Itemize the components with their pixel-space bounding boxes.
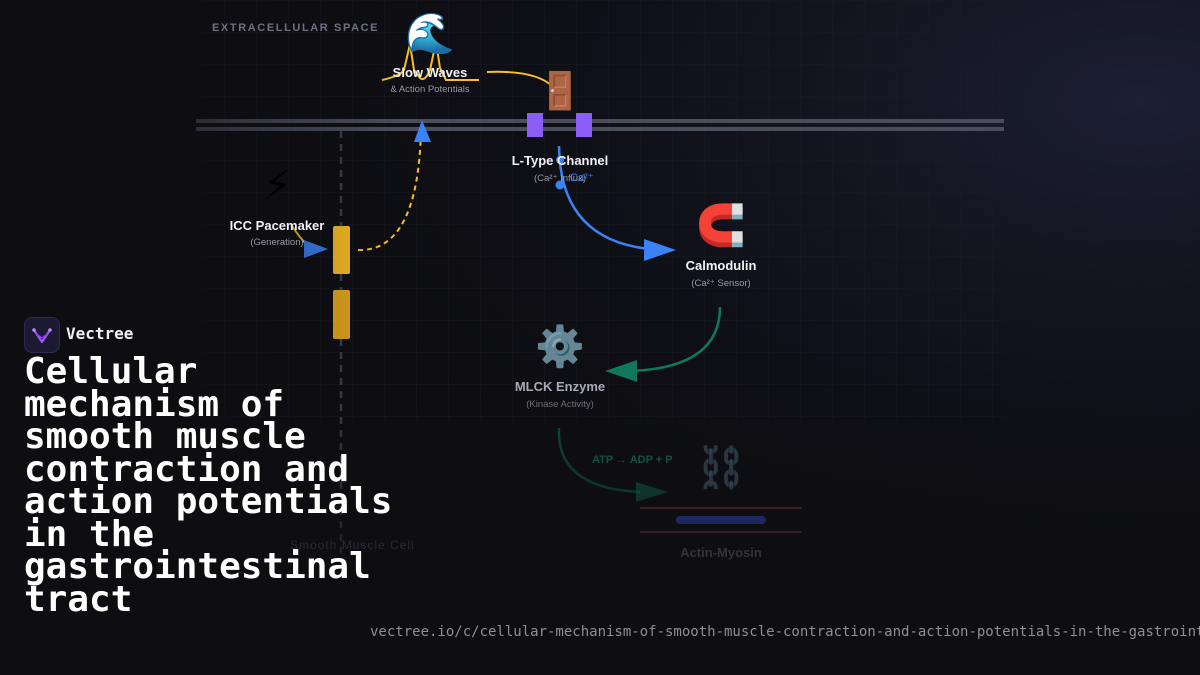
icc-pacemaker-title: ICC Pacemaker [229,218,325,233]
calcium-flow-arrow [557,145,651,251]
slow-waves-subtitle: & Action Potentials [390,84,470,95]
door-icon: 🚪 [537,71,583,112]
channel-pore-left [527,113,543,137]
calmodulin-title: Calmodulin [685,258,757,273]
actin-myosin-title: Actin-Myosin [680,545,762,560]
slow-waves-title: Slow Waves [392,65,468,80]
green-arrowhead [605,360,637,382]
mlck-subtitle: (Kinase Activity) [526,399,594,410]
calcium-ion-dot [555,180,565,190]
bottom-fade-overlay [0,400,1200,675]
wave-icon: 🌊 [405,11,455,57]
region-label: EXTRACELLULAR SPACE [212,22,380,34]
calcium-ion-dot [556,156,564,164]
wave-to-channel-connector [486,70,553,87]
l-type-channel-title: L-Type Channel [511,153,609,168]
page-url[interactable]: vectree.io/c/cellular-mechanism-of-smoot… [370,624,1200,640]
upward-arrowhead [414,120,431,142]
channel-pore-right [576,113,592,137]
calcium-arrowhead [644,239,676,261]
faded-cell-label: Smooth Muscle Cell [290,538,415,552]
calmodulin-subtitle: (Ca²⁺ Sensor) [691,278,751,289]
brand-name: Vectree [66,324,134,343]
mlck-title: MLCK Enzyme [514,379,606,394]
calmodulin-to-mlck-arrow [629,306,722,373]
gear-icon: ⚙️ [535,324,585,370]
lightning-icon: ⚡ [262,163,292,209]
calcium-ion-label: Ca²⁺ [570,172,594,184]
vectree-logo-icon [24,317,60,353]
page-title: Cellular mechanism of smooth muscle cont… [24,351,393,620]
icc-pacemaker-subtitle: (Generation) [250,237,304,248]
magnet-icon: 🧲 [696,203,746,249]
chain-icon: ⛓️ [696,445,746,491]
atp-reaction-label: ATP → ADP + P [592,454,673,466]
l-type-channel-subtitle: (Ca²⁺ Influx) [534,173,586,184]
